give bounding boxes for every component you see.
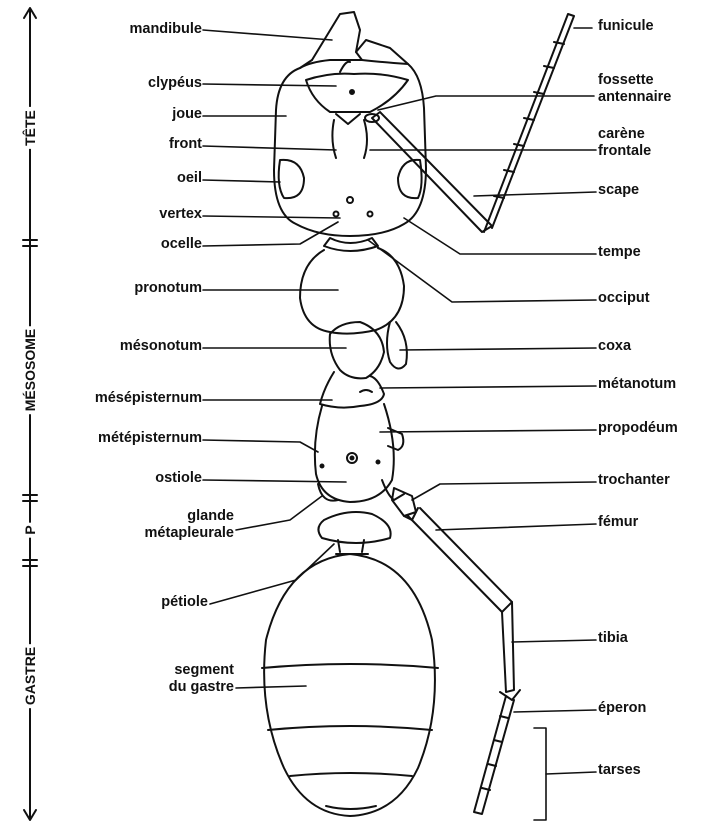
section-label-gastre: GASTRE [22,644,38,708]
label-funicule: funicule [598,18,654,35]
label-glande: glande [187,508,234,525]
label-propodeum: propodéum [598,420,678,437]
label-mesepisternum: mésépisternum [95,390,202,407]
label-joue: joue [172,106,202,123]
mesosome-shape [300,238,407,502]
label-metapleurale: métapleurale [145,525,234,542]
label-mandibule: mandibule [129,21,202,38]
label-tempe: tempe [598,244,641,261]
antenna-shape [372,14,574,232]
label-carene: carène [598,126,645,143]
label-mesonotum: mésonotum [120,338,202,355]
label-vertex: vertex [159,206,202,223]
label-clypeus: clypéus [148,75,202,92]
label-petiole: pétiole [161,594,208,611]
label-ostiole: ostiole [155,470,202,487]
section-label-mesosome: MÉSOSOME [22,326,38,414]
label-trochanter: trochanter [598,472,670,489]
leg-shape [392,488,520,814]
label-tibia: tibia [598,630,628,647]
label-front: front [169,136,202,153]
label-oeil: oeil [177,170,202,187]
label-segment: segment [174,662,234,679]
label-metepisternum: métépisternum [98,430,202,447]
label-scape: scape [598,182,639,199]
label-tarses: tarses [598,762,641,779]
label-fossette: fossette [598,72,654,89]
label-eperon: éperon [598,700,646,717]
label-metanotum: métanotum [598,376,676,393]
label-pronotum: pronotum [134,280,202,297]
label-coxa: coxa [598,338,631,355]
label-frontale: frontale [598,143,651,160]
label-occiput: occiput [598,290,650,307]
section-label-tete: TÊTE [22,107,38,149]
label-femur: fémur [598,514,638,531]
label-du-gastre: du gastre [169,679,234,696]
head-shape [274,60,426,236]
leader-lines-right [368,28,596,820]
section-label-p: P [22,522,38,537]
gaster-shape [262,554,438,816]
label-ocelle: ocelle [161,236,202,253]
label-antennaire: antennaire [598,89,671,106]
